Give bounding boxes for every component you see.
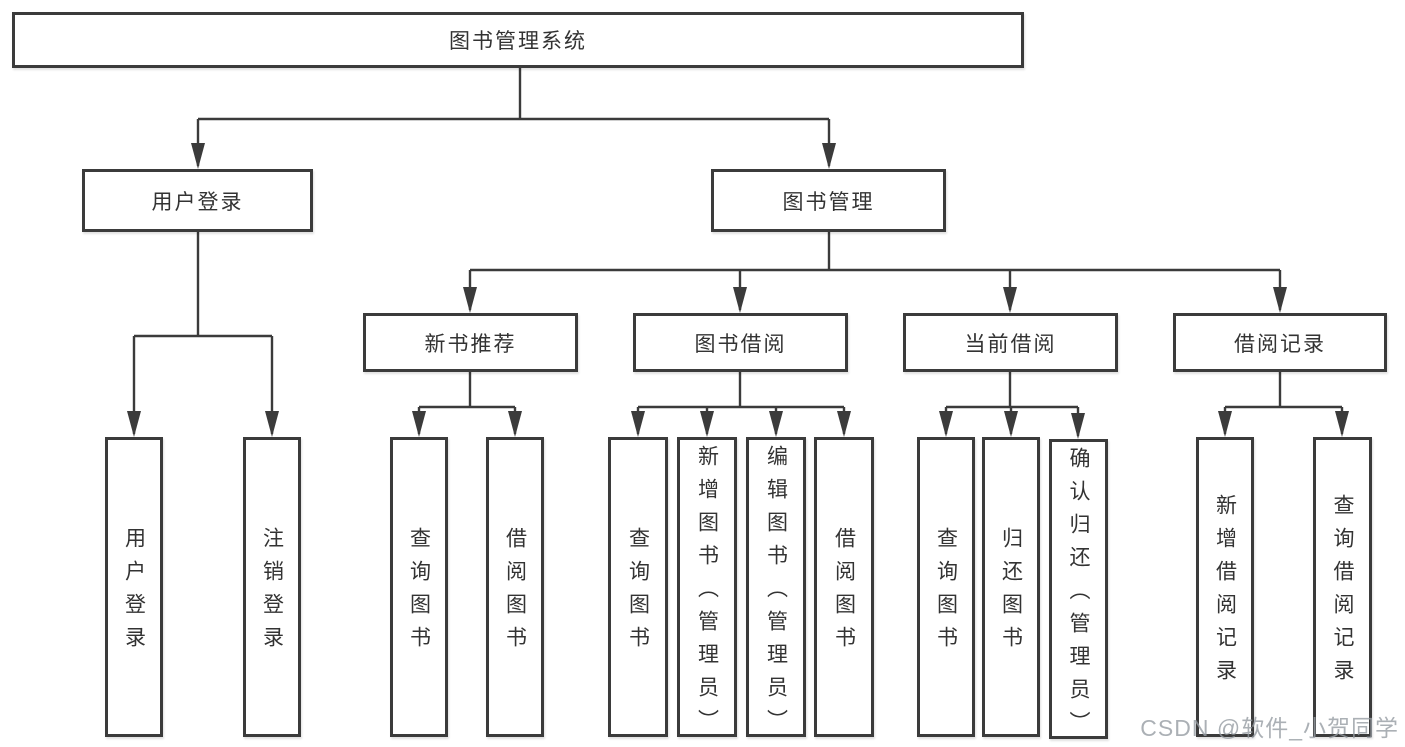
leaf-user-login: 用户登录: [105, 437, 163, 737]
leaf-add-book-admin-label: 新增图书（管理员）: [695, 444, 719, 742]
node-current-borrow: 当前借阅: [903, 313, 1118, 372]
leaf-borrow-books-1: 借阅图书: [486, 437, 544, 737]
leaf-add-book-admin: 新增图书（管理员）: [677, 437, 737, 742]
leaf-query-books-3: 查询图书: [917, 437, 975, 737]
leaf-add-borrow-record-label: 新增借阅记录: [1213, 494, 1237, 692]
leaf-user-login-label: 用户登录: [122, 527, 146, 659]
leaf-edit-book-admin-label: 编辑图书（管理员）: [764, 444, 788, 742]
leaf-query-books-1: 查询图书: [390, 437, 448, 737]
leaf-borrow-books-2-label: 借阅图书: [832, 527, 856, 659]
leaf-edit-book-admin: 编辑图书（管理员）: [746, 437, 806, 742]
leaf-logout: 注销登录: [243, 437, 301, 737]
leaf-borrow-books-1-label: 借阅图书: [503, 527, 527, 659]
leaf-query-books-2: 查询图书: [608, 437, 668, 737]
leaf-return-book: 归还图书: [982, 437, 1040, 737]
node-library-management-system: 图书管理系统: [12, 12, 1024, 68]
leaf-add-borrow-record: 新增借阅记录: [1196, 437, 1254, 737]
node-book-management-group: 图书管理: [711, 169, 946, 232]
leaf-borrow-books-2: 借阅图书: [814, 437, 874, 737]
leaf-query-borrow-record-label: 查询借阅记录: [1331, 494, 1354, 692]
node-user-login-group: 用户登录: [82, 169, 313, 232]
csdn-watermark: CSDN @软件_小贺同学: [1140, 715, 1399, 741]
node-borrow-records: 借阅记录: [1173, 313, 1387, 372]
node-new-book-recommend: 新书推荐: [363, 313, 578, 372]
leaf-query-books-1-label: 查询图书: [407, 527, 431, 659]
leaf-query-books-2-label: 查询图书: [626, 527, 650, 659]
leaf-logout-label: 注销登录: [260, 527, 284, 659]
node-book-borrow: 图书借阅: [633, 313, 848, 372]
leaf-confirm-return-admin-label: 确认归还（管理员）: [1067, 446, 1090, 744]
leaf-confirm-return-admin: 确认归还（管理员）: [1049, 439, 1108, 744]
leaf-query-borrow-record: 查询借阅记录: [1313, 437, 1372, 737]
leaf-query-books-3-label: 查询图书: [934, 527, 958, 659]
leaf-return-book-label: 归还图书: [999, 527, 1023, 659]
